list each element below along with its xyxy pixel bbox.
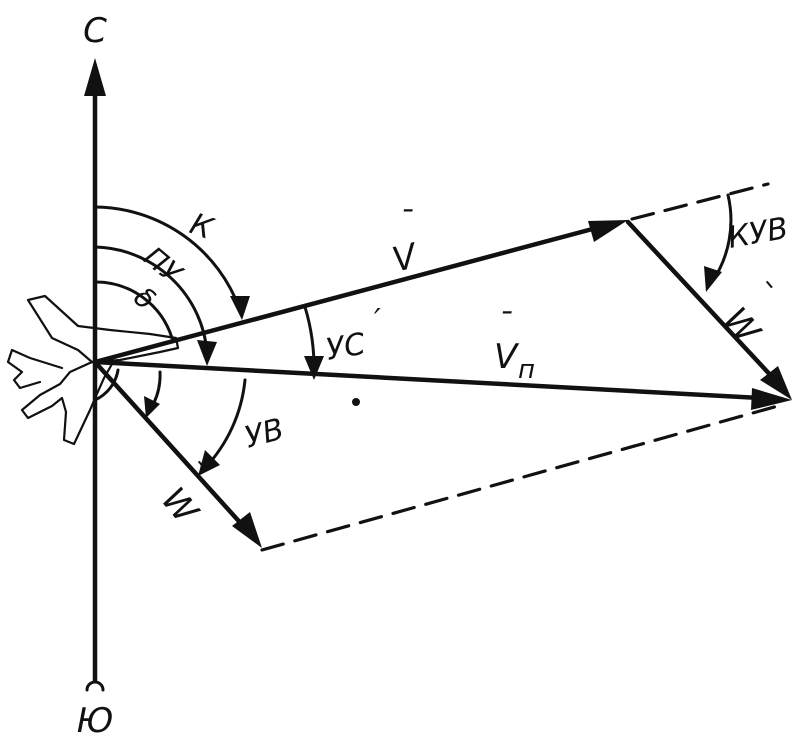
wind-angle-arrowhead [198,450,220,476]
north-label: С [83,11,107,51]
ground-speed-vector [92,359,763,401]
course-arc [93,205,242,312]
airspeed-bar: ¯ [398,205,413,240]
meridian-small-arc [93,368,120,402]
wind-right-label: W [715,300,768,353]
south-hook [85,680,105,692]
wind-right-arrowhead [760,366,792,400]
ground-speed-label: V [494,337,520,377]
small-wind-arc-arrowhead [144,396,160,418]
course-arc-arrowhead [230,296,250,320]
track-angle-arrowhead [197,340,217,366]
wind-angle-arc [203,378,247,470]
track-angle-arc [93,245,209,354]
airspeed-label: V [389,236,424,281]
drift-angle-prime: ′ [374,303,381,338]
wind-vector-left [92,359,248,531]
airspeed-extension-dashed [630,182,770,221]
ground-speed-bar: ¯ [497,307,512,342]
wind-left-label: W [153,480,206,533]
relative-wind-arrowhead [704,266,722,292]
wind-right-bar: ¯ [743,273,777,305]
airspeed-vector [92,224,603,365]
north-arrowhead [84,58,106,96]
wind-left-arrowhead [232,512,262,548]
delta-arc [93,280,174,340]
ground-speed-subscript: п [518,355,535,385]
wind-angle-label: УВ [241,412,288,456]
south-label: Ю [77,701,114,741]
course-label: К [185,207,219,248]
airplane-icon [6,294,180,446]
relative-wind-angle-label: КУВ [725,211,790,256]
closing-line-dashed [260,402,787,552]
drift-angle-label: УС [323,327,368,368]
ground-speed-arrowhead [751,388,792,410]
drift-angle-arrowhead [304,356,324,380]
stray-dot [352,398,360,406]
wind-vector-right [625,219,778,383]
airspeed-arrowhead [588,220,628,242]
